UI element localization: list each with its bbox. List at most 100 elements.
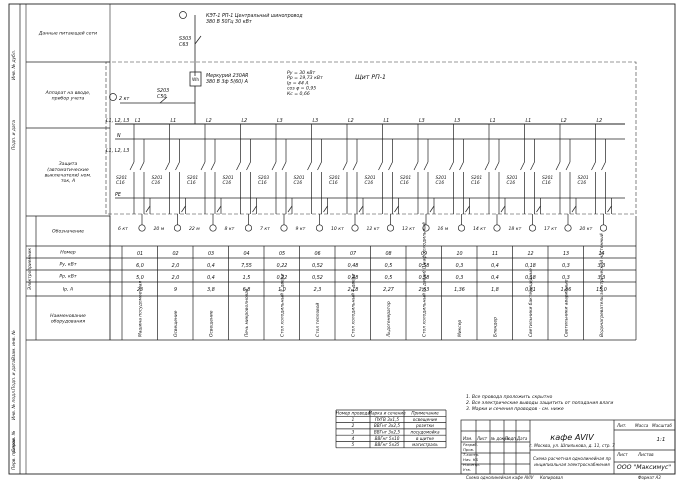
table-cell-num: 14 xyxy=(598,251,604,257)
title-block-address: г. Москва, ул. Шпилькова, д. 11, стр. 7 xyxy=(529,443,615,448)
breaker-contact xyxy=(236,161,241,171)
load-symbol-icon xyxy=(386,224,395,232)
feeder-breaker-label: S303 xyxy=(179,36,191,42)
feeder-cable-from: КЭТ-1 РП-1 Центральный шинопровод xyxy=(206,13,303,19)
load-symbol-icon xyxy=(599,224,608,232)
left-label: ток, А xyxy=(61,178,75,184)
load-symbol-icon xyxy=(351,224,359,232)
panel-name: Щит РП-1 xyxy=(355,74,386,81)
breaker-contact xyxy=(271,161,277,171)
left-label: Наименование xyxy=(50,313,86,319)
pe-contact xyxy=(571,205,577,213)
table-cell-pr: 0,18 xyxy=(525,275,536,281)
cable-table-cell: 1 xyxy=(352,417,355,422)
circuit-load-label: 8 кт xyxy=(225,226,235,232)
table-cell-num: 11 xyxy=(492,251,498,257)
table-cell-ir: 1,36 xyxy=(454,287,465,293)
table-cell-pu: 0,4 xyxy=(207,263,215,269)
cable-table-header: Примечание xyxy=(411,411,439,416)
table-cell-pr: 0,58 xyxy=(419,275,430,281)
table-cell-pr: 0,4 xyxy=(491,275,499,281)
cable-table-cell: розетки xyxy=(415,423,434,428)
circuit-breaker-rating: C16 xyxy=(507,180,516,186)
breaker-contact xyxy=(530,161,535,171)
side-strip-text: Инв. № дубл. xyxy=(11,50,17,80)
table-cell-name: Стол холодильный 2 двери xyxy=(280,274,286,337)
table-cell-num: 12 xyxy=(527,251,533,257)
circuit-phase-label: L1 xyxy=(384,118,390,124)
left-label: оборудования xyxy=(51,318,86,324)
note-line: 1. Все провода проложить скрытно xyxy=(466,394,552,400)
table-cell-ir: 2,18 xyxy=(348,287,359,293)
left-label: Pр, кВт xyxy=(59,274,77,280)
table-cell-pr: 0,52 xyxy=(312,275,323,281)
circuit-breaker-rating: C16 xyxy=(365,180,374,186)
title-block-column-label: Изм. xyxy=(463,436,472,441)
circuit-phase-label: L2 xyxy=(206,118,212,124)
table-cell-ir: 1,8 xyxy=(491,287,499,293)
title-block-column-label: Дата xyxy=(516,436,528,441)
pe-contact xyxy=(500,205,506,213)
load-symbol-icon xyxy=(528,224,537,232)
circuit-load-label: 20 кт xyxy=(580,226,593,232)
cable-table-cell: ВВГнг 5х35 xyxy=(375,442,400,447)
circuit-breaker-label: S203 xyxy=(258,175,269,181)
title-block-role: Н.контр. xyxy=(463,462,480,467)
breaker-contact xyxy=(591,161,596,171)
circuit-breaker-label: S201 xyxy=(116,175,127,181)
left-label: выключатели) ном. xyxy=(45,172,92,178)
circuit-load-label: 10 кт xyxy=(331,226,344,232)
table-cell-num: 07 xyxy=(350,251,356,257)
pe-contact xyxy=(216,205,222,213)
table-cell-pu: 2,0 xyxy=(172,263,180,269)
feeder-cable-spec: 380 В 50Гц 30 кВт xyxy=(206,19,252,25)
cable-table-cell: ВВГнг 3х2,5 xyxy=(374,430,400,435)
table-cell-ir: 1,0 xyxy=(278,287,286,293)
pe-contact xyxy=(536,205,541,213)
breaker-contact xyxy=(601,161,606,171)
meter-spec: 380 В 3ф 5(60) А xyxy=(206,79,248,85)
load-symbol-icon xyxy=(457,224,466,232)
table-cell-pu: 0,4 xyxy=(491,263,499,269)
breaker-contact xyxy=(175,161,180,171)
cable-table-cell: магистраль xyxy=(412,442,438,447)
circuit-breaker-rating: C16 xyxy=(258,180,267,186)
circuit-load-label: 12 кт xyxy=(367,226,380,232)
circuit-breaker-label: S201 xyxy=(223,175,234,181)
cable-table-cell: ВВГнг 5х10 xyxy=(375,436,400,441)
circuit-breaker-rating: C16 xyxy=(542,180,551,186)
circuit-load-label: 17 кт xyxy=(544,226,557,232)
side-strip-text: Перв. примен. xyxy=(11,437,17,470)
table-cell-ir: 0,81 xyxy=(525,287,536,293)
circuit-load-label: 9 кт xyxy=(296,226,306,232)
breaker-contact xyxy=(484,161,490,171)
table-cell-pu: 0,58 xyxy=(419,263,430,269)
breaker-contact xyxy=(459,161,464,171)
circuit-breaker-rating: C16 xyxy=(152,180,161,186)
meter-glyph: Wh xyxy=(192,77,199,83)
circuit-breaker-rating: C16 xyxy=(223,180,232,186)
table-cell-ir: 23 xyxy=(137,287,143,293)
side-strip-text: Подп. и дата xyxy=(11,360,17,390)
circuit-load-label: 6 кт xyxy=(118,226,128,232)
table-cell-pr: 1,5 xyxy=(243,275,251,281)
bus-phases-label: L1, L2, L3 xyxy=(106,118,129,124)
cable-table-cell: освещение xyxy=(413,417,438,422)
table-cell-name: Освещение xyxy=(209,310,215,337)
circuit-phase-label: L1 xyxy=(526,118,532,124)
ct-breaker-rating: C50 xyxy=(157,94,166,100)
cable-table-cell: 3 xyxy=(352,430,355,435)
feeder-breaker-contact xyxy=(194,35,202,45)
cable-table-cell: 4 xyxy=(352,436,355,441)
title-block-lit: Лит. xyxy=(616,423,627,428)
left-label: Защита xyxy=(59,161,78,167)
table-cell-pu: 0,3 xyxy=(562,263,570,269)
